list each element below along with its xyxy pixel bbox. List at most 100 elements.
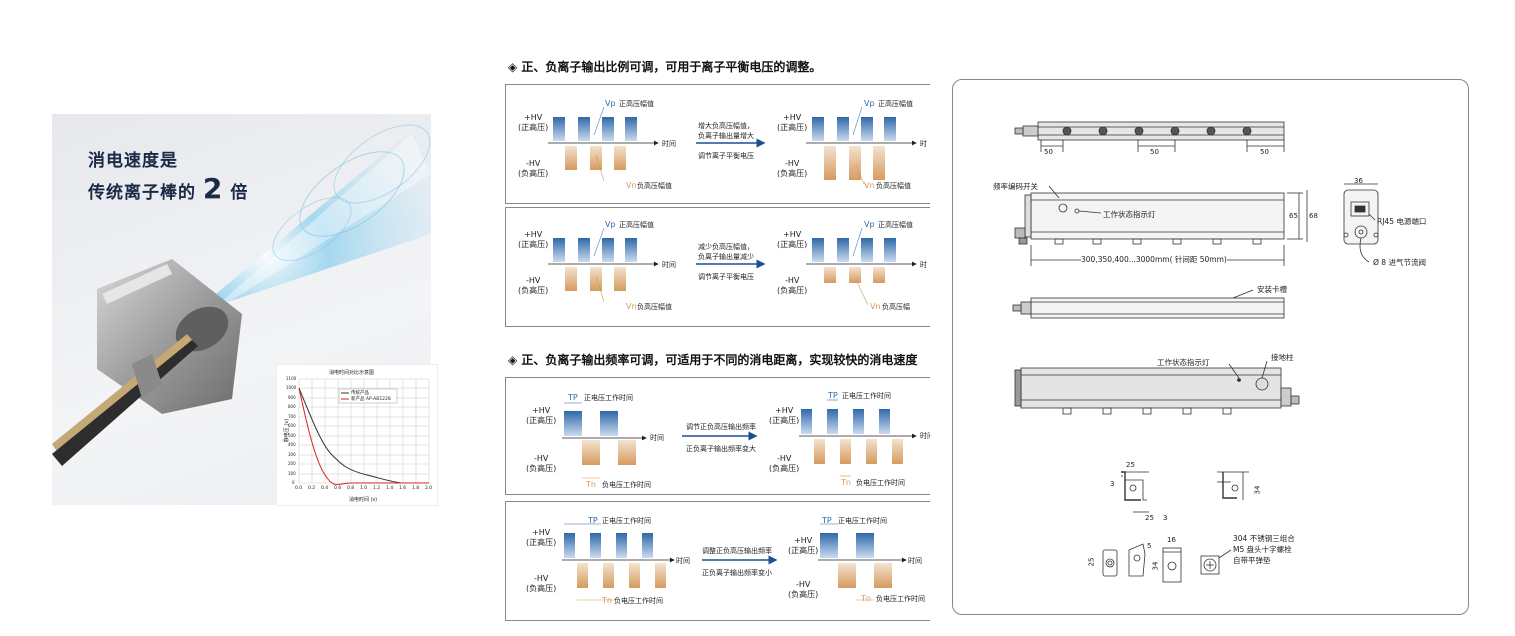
dim-3-b: 3: [1163, 514, 1168, 522]
dim-34-a: 34: [1253, 485, 1262, 495]
pos-hv-text: +HV: [532, 528, 551, 537]
decrease-line1: 减少负高压幅值，: [698, 243, 754, 251]
neg-hv-sub: (负高压): [526, 464, 557, 473]
pos-hv-label-2: +HV(正高压): [788, 536, 818, 556]
pos-hv-sub: (正高压): [777, 240, 808, 249]
vp-desc-2: 正高压幅值: [878, 221, 913, 229]
pos-hv-sub: (正高压): [788, 546, 819, 555]
vn-label-2: Vn: [864, 181, 875, 190]
increase-line3: 调节离子平衡电压: [698, 152, 754, 160]
pos-hv-label: +HV(正高压): [526, 528, 556, 548]
tp-label: TP: [588, 516, 598, 525]
time-axis-label: 时间: [662, 261, 676, 269]
time-axis-label-2: 时间: [920, 432, 930, 440]
tn-label-2: Tn: [841, 478, 851, 487]
neg-hv-text: -HV: [525, 159, 541, 168]
vn-label: Vn: [626, 181, 637, 190]
dim-25-a: 25: [1126, 461, 1135, 469]
vp-desc: 正高压幅值: [619, 221, 654, 229]
ratio-panel-decrease: +HV(正高压) -HV(负高压) Vp 正高压幅值 Vn 负高压幅值 时间 减…: [505, 207, 930, 327]
waveform-decrease: [548, 227, 917, 306]
ytick: 0: [292, 480, 295, 485]
ground-post-label: 接地柱: [1271, 353, 1294, 362]
time-axis-label-2: 时间: [908, 557, 922, 565]
neg-hv-text: -HV: [784, 276, 800, 285]
hero-line2: 传统离子棒的 2 倍: [88, 175, 248, 207]
tp-label-2: TP: [822, 516, 832, 525]
section2-title: ◈ 正、负离子输出频率可调，可适用于不同的消电距离，实现较快的消电速度: [508, 353, 918, 367]
tn-label: Tn: [586, 480, 596, 489]
freq-decrease-line1: 调整正负高压输出频率: [702, 547, 772, 555]
vp-label: Vp: [605, 220, 616, 229]
freq-waveform-increase: [562, 399, 917, 479]
neg-hv-sub: (负高压): [777, 286, 808, 295]
neg-hv-label-2: -HV(负高压): [788, 580, 818, 600]
pos-work-time: 正电压工作时间: [584, 394, 633, 402]
neg-hv-label: -HV(负高压): [518, 159, 548, 179]
inset-plot: [298, 378, 430, 486]
xtick: 2.0: [425, 486, 433, 491]
neg-hv-label: -HV(负高压): [526, 574, 556, 594]
bolt-spec-line3: 自带平弹垫: [1233, 556, 1271, 565]
xtick: 0.4: [321, 486, 329, 491]
hero-headline: 消电速度是 传统离子棒的 2 倍: [88, 148, 248, 207]
pos-hv-sub: (正高压): [518, 240, 549, 249]
vp-label-2: Vp: [864, 220, 875, 229]
neg-hv-sub: (负高压): [526, 584, 557, 593]
vn-label: Vn: [626, 302, 637, 311]
pos-hv-sub: (正高压): [526, 416, 557, 425]
freq-panel-decrease: +HV(正高压) -HV(负高压) TP 正电压工作时间 Tn 负电压工作时间 …: [505, 501, 930, 621]
decrease-line3: 调节离子平衡电压: [698, 273, 754, 281]
increase-line1: 增大负高压幅值，: [698, 122, 754, 130]
ratio-panel-increase: +HV(正高压) -HV(负高压) Vp 正高压幅值 Vn 负高压幅值 时间 增…: [505, 84, 930, 204]
neg-hv-label-2: -HV(负高压): [777, 276, 807, 296]
freq-panel-increase: +HV(正高压) -HV(负高压) TP 正电压工作时间 Tn 负电压工作时间 …: [505, 377, 930, 495]
pos-hv-text: +HV: [775, 406, 794, 415]
pos-hv-sub: (正高压): [518, 123, 549, 132]
dim-50-right: 50: [1260, 148, 1269, 156]
xtick: 1.0: [360, 486, 368, 491]
ytick: 700: [288, 414, 296, 419]
xtick: 0.8: [347, 486, 355, 491]
series-traditional: [298, 387, 429, 484]
drawing-lines: [1012, 121, 1379, 583]
time-axis-label-2: 时: [920, 261, 927, 269]
hero-multiplier: 2: [202, 172, 224, 205]
xtick: 1.4: [386, 486, 394, 491]
pos-hv-text: +HV: [532, 406, 551, 415]
time-axis-label: 时间: [650, 434, 664, 442]
time-axis-label: 时间: [676, 557, 690, 565]
pos-hv-text: +HV: [783, 230, 802, 239]
pos-hv-label-2: +HV(正高压): [777, 230, 807, 250]
xtick: 0.0: [295, 486, 303, 491]
time-axis-label: 时间: [662, 140, 676, 148]
dim-5: 5: [1147, 542, 1152, 550]
ytick: 300: [288, 452, 296, 457]
ytick: 500: [288, 433, 296, 438]
tn-label-2: Tn: [861, 594, 871, 603]
neg-hv-sub: (负高压): [518, 169, 549, 178]
hero-image: 消电速度是 传统离子棒的 2 倍: [52, 114, 431, 505]
neg-work-time: 负电压工作时间: [602, 481, 651, 489]
technical-drawing-card: 50 50 50 频率编码开关 工作状态指示灯 65 68 300,350,40…: [952, 79, 1469, 615]
pos-hv-text: +HV: [783, 113, 802, 122]
neg-hv-sub: (负高压): [769, 464, 800, 473]
pos-hv-sub: (正高压): [777, 123, 808, 132]
pos-work-time-2: 正电压工作时间: [838, 517, 887, 525]
dim-68: 68: [1309, 212, 1318, 220]
xtick: 1.2: [373, 486, 381, 491]
tp-label: TP: [568, 393, 578, 402]
hero-line2-prefix: 传统离子棒的: [88, 183, 196, 203]
vp-desc: 正高压幅值: [619, 100, 654, 108]
dim-50-left: 50: [1044, 148, 1053, 156]
pos-hv-label: +HV(正高压): [526, 406, 556, 426]
dim-50-mid: 50: [1150, 148, 1159, 156]
time-axis-label-2: 时: [920, 140, 927, 148]
neg-hv-text: -HV: [776, 454, 792, 463]
neg-hv-text: -HV: [533, 454, 549, 463]
length-dimension: 300,350,400...3000mm( 针间距 50mm): [1081, 254, 1227, 265]
neg-work-time-2: 负电压工作时间: [856, 479, 905, 487]
xtick: 0.6: [334, 486, 342, 491]
dim-34-b: 34: [1151, 561, 1160, 571]
pos-hv-label-2: +HV(正高压): [769, 406, 799, 426]
